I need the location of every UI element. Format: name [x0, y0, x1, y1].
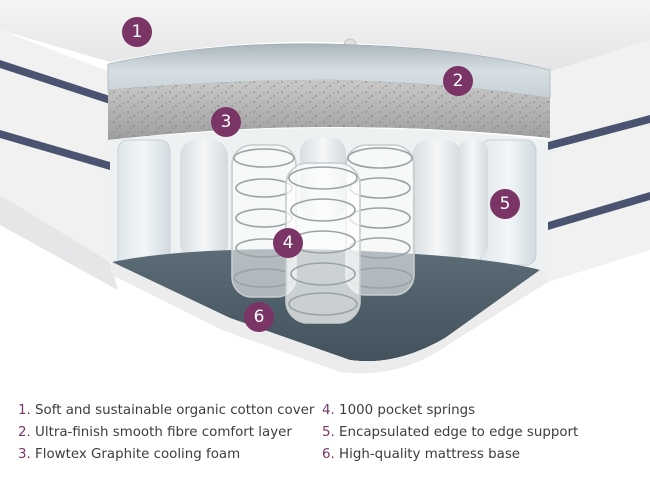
- organic-cotton-cover: [0, 0, 650, 72]
- legend-text: High-quality mattress base: [339, 447, 521, 462]
- legend-text: Flowtex Graphite cooling foam: [35, 447, 241, 462]
- legend-number: 6.: [322, 447, 340, 462]
- legend-item-6: 6. High-quality mattress base: [322, 444, 642, 466]
- legend-item-4: 4. 1000 pocket springs: [322, 400, 642, 422]
- legend-item-5: 5. Encapsulated edge to edge support: [322, 422, 642, 444]
- legend-item-2: 2. Ultra-finish smooth fibre comfort lay…: [18, 422, 316, 444]
- layer-3-badge: 3: [211, 107, 241, 137]
- legend-number: 1.: [18, 403, 36, 418]
- legend-column-right: 4. 1000 pocket springs 5. Encapsulated e…: [322, 400, 642, 466]
- legend-number: 5.: [322, 425, 340, 440]
- legend-number: 4.: [322, 403, 340, 418]
- legend-text: Soft and sustainable organic cotton cove…: [35, 403, 315, 418]
- legend-text: Ultra-finish smooth fibre comfort layer: [35, 425, 292, 440]
- legend-column-left: 1. Soft and sustainable organic cotton c…: [18, 400, 316, 466]
- legend-item-1: 1. Soft and sustainable organic cotton c…: [18, 400, 316, 422]
- layer-1-badge: 1: [122, 17, 152, 47]
- layer-2-badge: 2: [443, 66, 473, 96]
- mattress-left-side: [0, 30, 118, 290]
- legend-number: 3.: [18, 447, 36, 462]
- legend-number: 2.: [18, 425, 36, 440]
- mattress-cutaway-illustration: [0, 0, 650, 374]
- legend-item-3: 3. Flowtex Graphite cooling foam: [18, 444, 316, 466]
- layer-4-badge: 4: [273, 228, 303, 258]
- layer-legend: 1. Soft and sustainable organic cotton c…: [0, 400, 650, 470]
- pocket-spring-coils: [231, 144, 415, 324]
- layer-5-badge: 5: [490, 189, 520, 219]
- mattress-right-side: [548, 40, 650, 282]
- legend-text: Encapsulated edge to edge support: [339, 425, 579, 440]
- layer-6-badge: 6: [244, 302, 274, 332]
- legend-text: 1000 pocket springs: [339, 403, 476, 418]
